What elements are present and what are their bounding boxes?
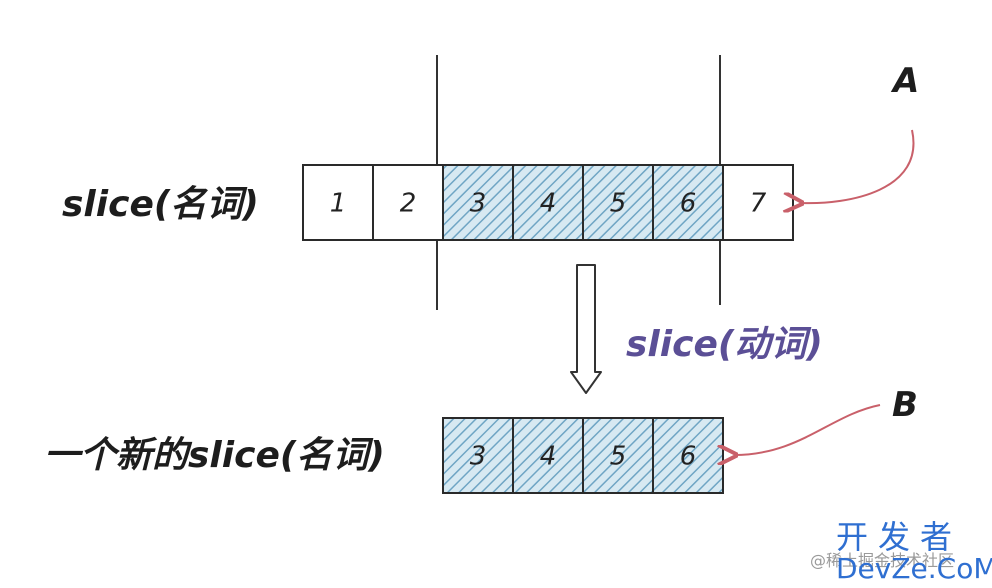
- array-cell: [582, 417, 654, 494]
- pointer-a-label: A: [890, 61, 919, 101]
- array-cell-value: 5: [610, 442, 627, 472]
- array-cell: [442, 417, 514, 494]
- array-cell-value: 4: [540, 189, 557, 219]
- array-cell-value: 5: [610, 189, 627, 219]
- array-cell-value: 3: [470, 442, 487, 472]
- array-cell: [722, 164, 794, 241]
- pointer-b-label: B: [892, 385, 918, 425]
- watermark-cn: 开发者: [836, 518, 962, 556]
- array-cell: [512, 164, 584, 241]
- label-slice-verb: slice(动词): [626, 324, 823, 365]
- pointer-a-arrow: [800, 129, 915, 203]
- array-cell-value: 4: [540, 442, 557, 472]
- array-cell: [442, 164, 514, 241]
- array-cell-value: 3: [470, 189, 487, 219]
- array-cell-value: 1: [330, 189, 347, 219]
- array-cell: [512, 417, 584, 494]
- label-slice-noun-top: slice(名词): [62, 184, 259, 225]
- top-array: 1 2 3 4 5 6 7: [302, 164, 794, 241]
- bottom-array: 3 4 5 6: [442, 417, 724, 494]
- label-slice-noun-bottom: 一个新的slice(名词): [44, 435, 385, 476]
- array-cell: [652, 164, 724, 241]
- array-cell-value: 6: [680, 442, 697, 472]
- array-cell: [652, 417, 724, 494]
- array-cell-value: 6: [680, 189, 697, 219]
- pointer-b-arrow: [734, 404, 881, 455]
- watermark-small: @稀土掘金技术社区: [810, 551, 954, 570]
- down-arrow-icon: [570, 264, 602, 394]
- watermark-en: DevZe.CoM: [836, 552, 992, 585]
- array-cell-value: 2: [400, 189, 417, 219]
- array-cell-value: 7: [750, 189, 767, 219]
